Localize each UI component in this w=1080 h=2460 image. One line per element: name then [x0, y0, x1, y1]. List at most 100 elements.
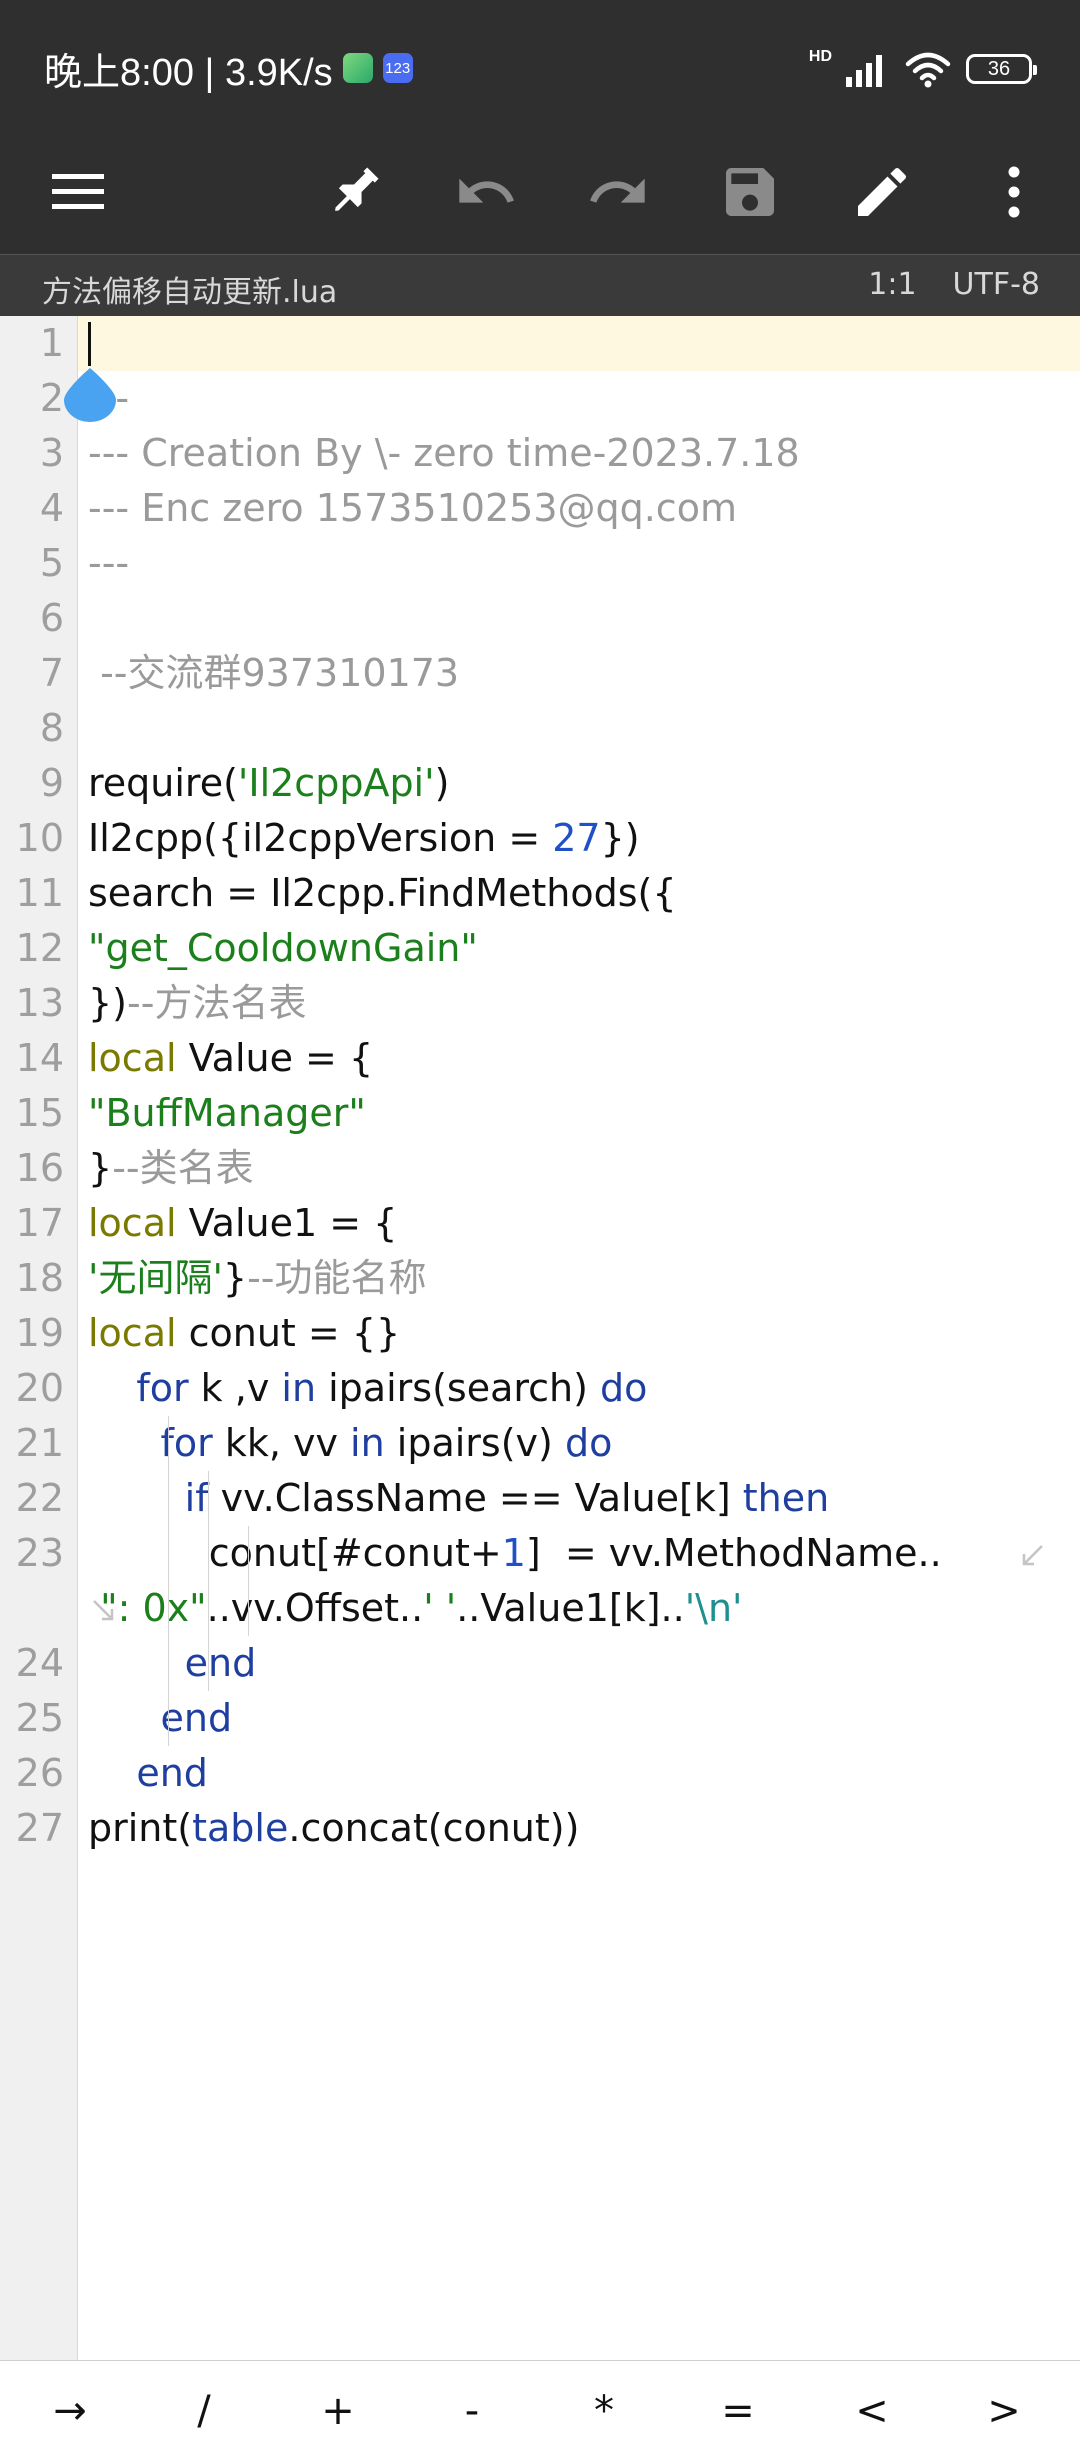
- undo-icon: [459, 178, 514, 203]
- file-status: 1:1 UTF-8: [868, 267, 1040, 302]
- status-right: HD 36: [808, 44, 1037, 94]
- code-line: local Value1 = {: [88, 1196, 397, 1251]
- symbol-key[interactable]: <: [855, 2388, 889, 2434]
- code-token: ): [434, 761, 450, 805]
- code-line: --交流群937310173: [88, 646, 459, 701]
- indent-guide: [168, 1416, 169, 1746]
- code-token: ..vv.Offset..: [206, 1586, 424, 1630]
- code-line: --- Creation By \- zero time-2023.7.18: [88, 426, 800, 481]
- line-number: 13: [15, 981, 64, 1025]
- code-token: end: [160, 1696, 233, 1740]
- line-number: 26: [15, 1751, 64, 1795]
- code-token: --- Creation By \- zero time-2023.7.18: [88, 431, 800, 475]
- symbol-key[interactable]: >: [987, 2388, 1021, 2434]
- code-token: 27: [552, 816, 601, 860]
- pin-icon: [335, 167, 379, 211]
- menu-icon: [52, 174, 104, 209]
- menu-button[interactable]: [32, 146, 124, 238]
- edit-button[interactable]: [836, 146, 928, 238]
- app-cube-icon: [342, 53, 373, 83]
- code-token: conut[#conut+: [88, 1531, 502, 1575]
- code-token: end: [184, 1641, 257, 1685]
- more-vert-icon: [1008, 166, 1020, 218]
- code-token: Value1 = {: [176, 1201, 398, 1245]
- code-token: --交流群937310173: [88, 651, 460, 695]
- redo-button[interactable]: [572, 146, 664, 238]
- code-token: vv.ClassName == Value[k]: [208, 1476, 743, 1520]
- code-line: search = Il2cpp.FindMethods({: [88, 866, 677, 921]
- status-time-speed: 晚上8:00 | 3.9K/s: [44, 51, 333, 94]
- line-number: 7: [39, 651, 64, 695]
- line-number: 24: [15, 1641, 64, 1685]
- symbol-key[interactable]: *: [594, 2388, 614, 2434]
- code-line: "get_CooldownGain": [88, 921, 478, 976]
- code-token: local: [88, 1036, 177, 1080]
- line-number: 10: [15, 816, 64, 860]
- line-number: 20: [15, 1366, 64, 1410]
- redo-icon: [590, 178, 645, 203]
- code-token: 1: [501, 1531, 526, 1575]
- line-number: 25: [15, 1696, 64, 1740]
- code-token: [88, 1366, 136, 1410]
- symbol-key[interactable]: →: [53, 2388, 87, 2434]
- code-token: conut = {}: [176, 1311, 401, 1355]
- code-line: print(table.concat(conut)): [88, 1801, 579, 1856]
- code-token: ipairs(search): [316, 1366, 601, 1410]
- code-token: [88, 1421, 160, 1465]
- line-number: 27: [15, 1806, 64, 1850]
- line-number: 12: [15, 926, 64, 970]
- pin-button[interactable]: [308, 146, 400, 238]
- code-token: in: [350, 1421, 385, 1465]
- code-token: for: [136, 1366, 189, 1410]
- line-number: 2: [39, 376, 64, 420]
- indent-guide: [208, 1471, 209, 1691]
- symbol-key[interactable]: /: [197, 2388, 211, 2434]
- undo-button[interactable]: [440, 146, 532, 238]
- code-token: ' ': [423, 1586, 457, 1630]
- current-line-highlight: [78, 316, 1080, 371]
- code-line: for k ,v in ipairs(search) do: [88, 1361, 647, 1416]
- code-token: do: [600, 1366, 648, 1410]
- save-button[interactable]: [704, 146, 796, 238]
- code-token: '\n': [684, 1586, 743, 1630]
- code-line: "BuffManager": [88, 1086, 366, 1141]
- line-number: 3: [39, 431, 64, 475]
- code-line: '无间隔'}--功能名称: [88, 1251, 427, 1306]
- code-token: --功能名称: [247, 1256, 427, 1300]
- app-123-icon: 123: [382, 53, 413, 83]
- symbol-key[interactable]: =: [721, 2388, 755, 2434]
- code-token: then: [742, 1476, 830, 1520]
- symbol-key[interactable]: +: [321, 2388, 355, 2434]
- more-button[interactable]: [968, 146, 1060, 238]
- code-token: search = Il2cpp.FindMethods({: [88, 871, 677, 915]
- text-cursor: [88, 322, 91, 366]
- line-number: 4: [39, 486, 64, 530]
- code-token: }: [88, 1146, 113, 1190]
- code-token: }: [222, 1256, 248, 1300]
- code-token: [88, 1696, 160, 1740]
- line-number: 21: [15, 1421, 64, 1465]
- hd-label: HD: [808, 48, 832, 65]
- code-token: require(: [88, 761, 238, 805]
- status-left: 晚上8:00 | 3.9K/s 123: [44, 42, 413, 94]
- code-token: --类名表: [112, 1146, 254, 1190]
- cursor-handle-icon[interactable]: [62, 366, 118, 422]
- line-number: 18: [15, 1256, 64, 1300]
- code-token: table: [192, 1806, 289, 1850]
- wrap-end-icon: [1022, 1545, 1043, 1566]
- code-token: kk, vv: [212, 1421, 351, 1465]
- line-number: 6: [39, 596, 64, 640]
- cursor-position: 1:1: [868, 267, 917, 302]
- line-number: 17: [15, 1201, 64, 1245]
- line-number: 5: [39, 541, 64, 585]
- code-token: local: [88, 1201, 177, 1245]
- code-line: require('Il2cppApi'): [88, 756, 449, 811]
- symbol-key[interactable]: -: [464, 2388, 480, 2434]
- code-token: ipairs(v): [384, 1421, 565, 1465]
- edit-icon: [858, 167, 907, 216]
- code-line: conut[#conut+1] = vv.MethodName..: [88, 1526, 942, 1581]
- line-number: 8: [39, 706, 64, 750]
- code-token: in: [281, 1366, 317, 1410]
